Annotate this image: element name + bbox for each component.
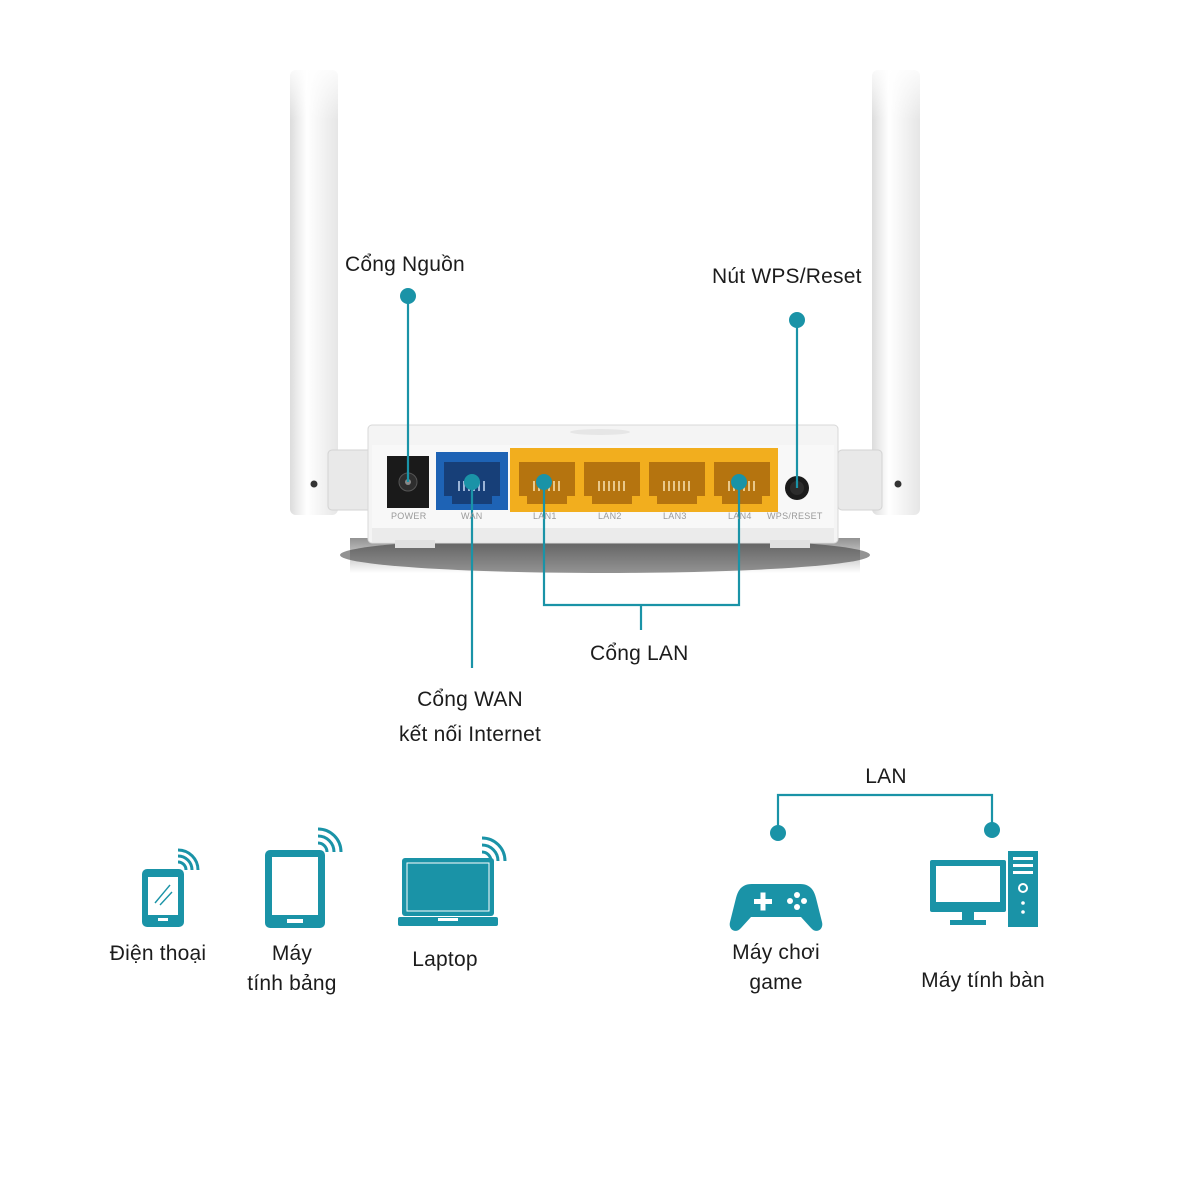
lan-title: LAN [865,765,907,788]
gamepad-label-line2: game [749,971,803,994]
tablet-label-line1: Máy [271,942,313,965]
tablet-icon [265,827,343,928]
lan-port-pin [668,481,670,491]
lan-port-2 [584,462,640,504]
callout-lines [406,296,994,833]
power-port-label: Cổng Nguồn [345,253,465,276]
gamepad-icon [729,884,823,931]
tablet-label-line2: tính bảng [247,972,337,995]
wan-port-label: Cổng WAN [417,688,523,711]
port-label-lan2: LAN2 [598,511,622,521]
router-body [367,424,839,548]
lan-port-pin [728,481,730,491]
phone-label: Điện thoại [109,942,207,965]
port-label-wps-reset: WPS/RESET [767,511,823,521]
desktop-icon [930,851,1038,927]
lan-port-3 [649,462,705,504]
wps-reset-label: Nút WPS/Reset [712,265,862,288]
lan-port-pin [558,481,560,491]
desktop-label: Máy tính bàn [921,969,1045,992]
lan-port-pin [673,481,675,491]
lan-port-pin [663,481,665,491]
lan-port-pin [598,481,600,491]
laptop-icon [398,836,507,926]
right-antenna [837,60,922,515]
lan-port-pin [678,481,680,491]
lan-port-pin [533,481,535,491]
port-label-lan4: LAN4 [728,511,752,521]
port-label-lan3: LAN3 [663,511,687,521]
laptop-label: Laptop [412,948,478,971]
lan-port-pin [618,481,620,491]
lan-ports-label: Cổng LAN [590,642,689,665]
lan-port-pin [753,481,755,491]
port-label-lan1: LAN1 [533,511,557,521]
lan-port-pin [608,481,610,491]
port-label-wan: WAN [461,511,483,521]
callout-dots [400,288,1000,841]
gamepad-label-line1: Máy chơi [732,941,820,964]
lan-port-pin [613,481,615,491]
left-antenna [288,60,373,515]
lan-port-pin [748,481,750,491]
wan-port-sublabel: kết nối Internet [398,723,542,746]
lan-port-pin [623,481,625,491]
lan-port-pin [603,481,605,491]
port-label-power: POWER [391,511,427,521]
phone-icon [142,848,200,927]
lan-port-pin [553,481,555,491]
lan-port-pin [688,481,690,491]
lan-port-pin [683,481,685,491]
